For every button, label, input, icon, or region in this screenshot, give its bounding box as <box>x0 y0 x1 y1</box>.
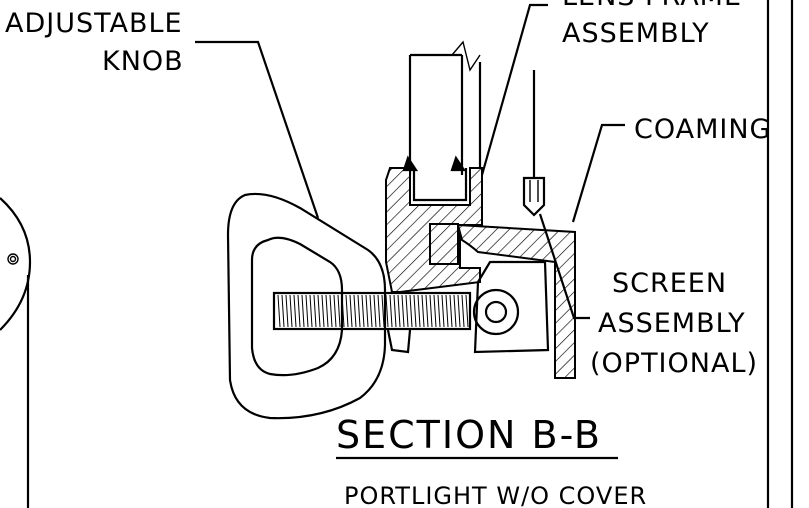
break-line <box>451 40 481 72</box>
thread-line <box>317 294 321 328</box>
label-optional: (OPTIONAL) <box>590 348 758 379</box>
thread-line <box>293 294 297 328</box>
thread-line <box>281 294 285 328</box>
thread-line <box>345 294 349 328</box>
knob-washer <box>386 329 412 354</box>
clamp-pin <box>484 300 508 324</box>
thread-line <box>289 294 293 328</box>
thread-line <box>409 294 413 328</box>
thread-line <box>445 294 449 328</box>
thread-line <box>441 294 445 328</box>
thread-line <box>341 294 345 328</box>
screen-clip <box>522 176 546 217</box>
thread-line <box>333 294 337 328</box>
thread-line <box>413 294 417 328</box>
thread-line <box>457 294 461 328</box>
label-screen-assembly: ASSEMBLY <box>598 308 746 339</box>
thread-line <box>425 294 429 328</box>
thread-line <box>353 294 357 328</box>
thread-line <box>433 294 437 328</box>
threaded-stud <box>272 291 472 331</box>
thread-line <box>305 294 309 328</box>
section-title: SECTION B-B <box>336 413 602 457</box>
label-knob: KNOB <box>102 46 184 77</box>
lens-frame-insert <box>429 223 459 265</box>
thread-line <box>313 294 317 328</box>
thread-line <box>365 294 369 328</box>
lens-glass-seat <box>412 168 468 202</box>
thread-line <box>461 294 465 328</box>
label-lens-frame: LENS FRAME <box>562 0 742 12</box>
clamp-eye <box>472 288 520 336</box>
thread-line <box>321 294 325 328</box>
thread-line <box>285 294 289 328</box>
partial-view-hole <box>7 253 19 265</box>
partial-view-hole-inner <box>9 255 17 263</box>
thread-line <box>377 294 381 328</box>
leader-lens-frame <box>480 3 548 176</box>
thread-line <box>385 294 389 328</box>
thread-line <box>437 294 441 328</box>
knob-outline <box>226 192 387 420</box>
thread-line <box>417 294 421 328</box>
thread-line <box>465 294 469 328</box>
thread-line <box>449 294 453 328</box>
label-adjustable: ADJUSTABLE <box>5 8 183 39</box>
leader-coaming <box>571 123 625 223</box>
label-coaming: COAMING <box>634 114 771 145</box>
thread-line <box>301 294 305 328</box>
thread-line <box>329 294 333 328</box>
thread-line <box>397 294 401 328</box>
thread-line <box>357 294 361 328</box>
thread-line <box>393 294 397 328</box>
clamp-body <box>473 260 550 354</box>
label-screen: SCREEN <box>612 268 727 299</box>
thread-line <box>369 294 373 328</box>
thread-line <box>277 294 281 328</box>
thread-line <box>297 294 301 328</box>
stud-threads <box>277 294 469 328</box>
thread-line <box>325 294 329 328</box>
thread-line <box>421 294 425 328</box>
thread-line <box>349 294 353 328</box>
subtitle: PORTLIGHT W/O COVER <box>344 482 647 508</box>
coaming <box>456 223 576 379</box>
glass-gasket-right <box>450 155 467 172</box>
thread-line <box>453 294 457 328</box>
glass-gasket-left <box>402 155 419 172</box>
thread-line <box>361 294 365 328</box>
label-lens-assembly: ASSEMBLY <box>562 18 710 49</box>
thread-line <box>389 294 393 328</box>
thread-line <box>381 294 385 328</box>
thread-line <box>429 294 433 328</box>
leader-screen-assembly <box>538 213 590 320</box>
partial-view-outline <box>0 197 32 331</box>
thread-line <box>309 294 313 328</box>
thread-line <box>337 294 341 328</box>
knob-inner-recess <box>250 236 344 377</box>
thread-line <box>401 294 405 328</box>
thread-line <box>405 294 409 328</box>
thread-line <box>373 294 377 328</box>
leader-adjustable-knob <box>195 40 320 219</box>
